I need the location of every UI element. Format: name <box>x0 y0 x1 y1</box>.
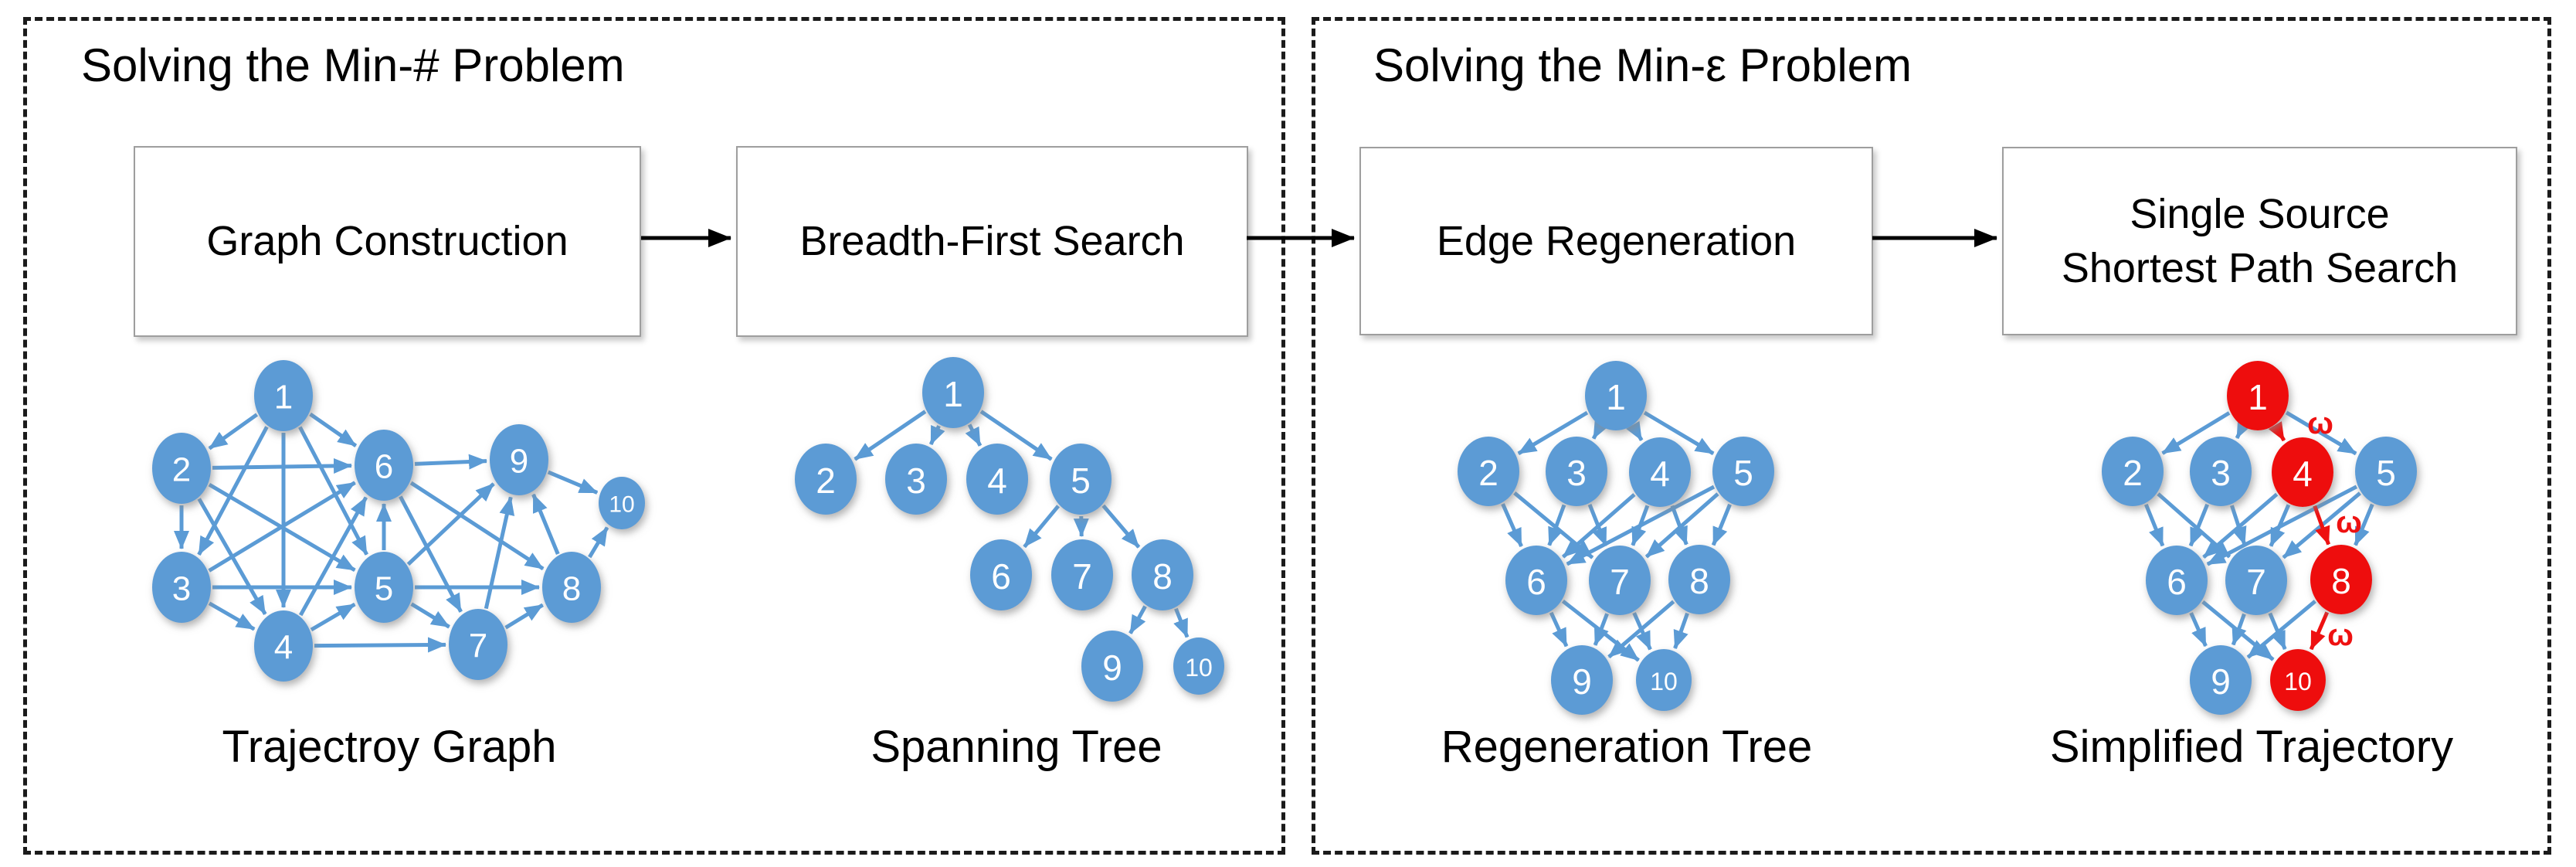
panel-min-number-problem <box>23 17 1285 855</box>
process-box-single-source-shortest-path: Single Source Shortest Path Search <box>2002 147 2517 335</box>
panel-title-min-number: Solving the Min-# Problem <box>81 39 625 91</box>
panel-min-epsilon-problem <box>1312 17 2551 855</box>
process-box-edge-regeneration: Edge Regeneration <box>1359 147 1873 335</box>
box-label-breadth-first-search: Breadth-First Search <box>799 218 1185 265</box>
panel-title-min-epsilon: Solving the Min-ε Problem <box>1373 39 1912 91</box>
box-label-graph-construction: Graph Construction <box>206 218 568 265</box>
box-label-single-source-line1: Single Source <box>2130 190 2390 237</box>
caption-trajectory-graph: Trajectroy Graph <box>222 722 557 772</box>
caption-regeneration-tree: Regeneration Tree <box>1441 722 1813 772</box>
caption-spanning-tree: Spanning Tree <box>871 722 1162 772</box>
process-box-breadth-first-search: Breadth-First Search <box>736 146 1248 337</box>
box-label-single-source-line2: Shortest Path Search <box>2061 245 2459 291</box>
caption-simplified-trajectory: Simplified Trajectory <box>2049 722 2454 772</box>
process-box-graph-construction: Graph Construction <box>134 146 641 337</box>
box-label-edge-regeneration: Edge Regeneration <box>1436 217 1797 264</box>
